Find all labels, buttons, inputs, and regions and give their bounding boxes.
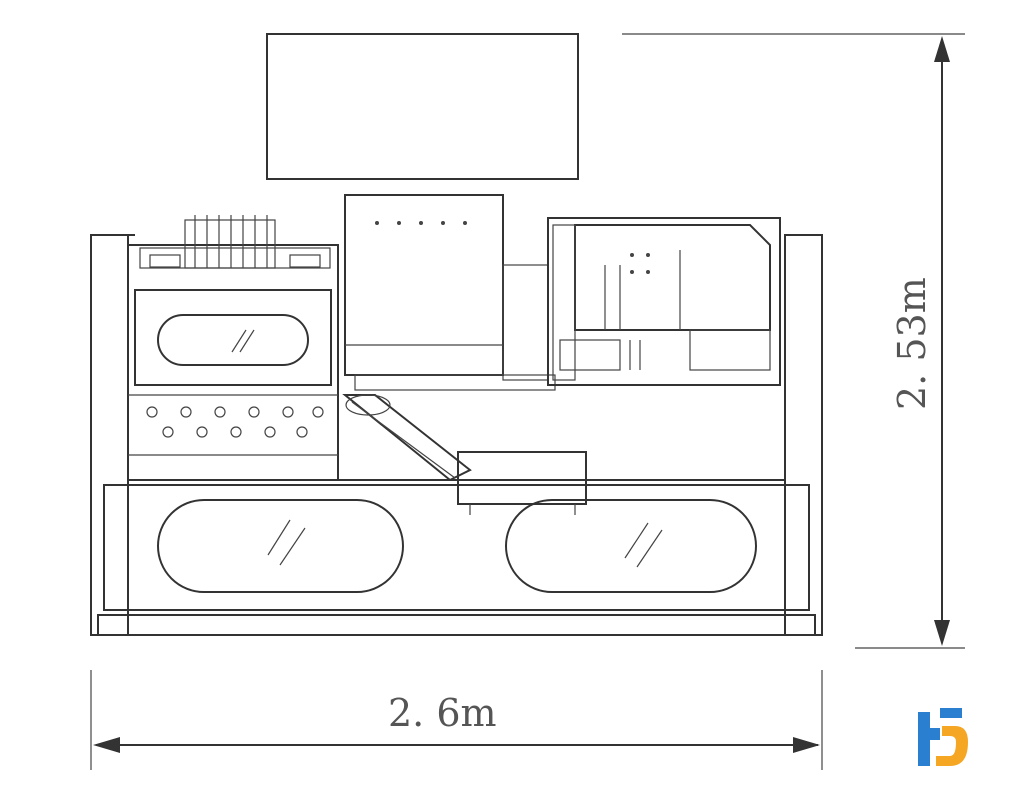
tank-window-left [157,499,404,593]
height-label: 2. 53m [890,277,934,410]
brand-logo [918,708,968,766]
control-cabinet [344,194,504,376]
bottom-tank [103,484,810,611]
width-label: 2. 6m [388,691,497,735]
engine-unit [547,217,781,386]
discharge-chute [342,394,587,515]
machine-body [90,194,823,636]
height-dimension: 2. 53m [622,33,965,649]
vent-holes [128,406,338,456]
coil-assembly [139,215,331,269]
width-dimension: 2. 6m [90,670,823,770]
tank-window-right [505,499,757,593]
top-panel [266,33,579,180]
left-window [157,314,309,366]
